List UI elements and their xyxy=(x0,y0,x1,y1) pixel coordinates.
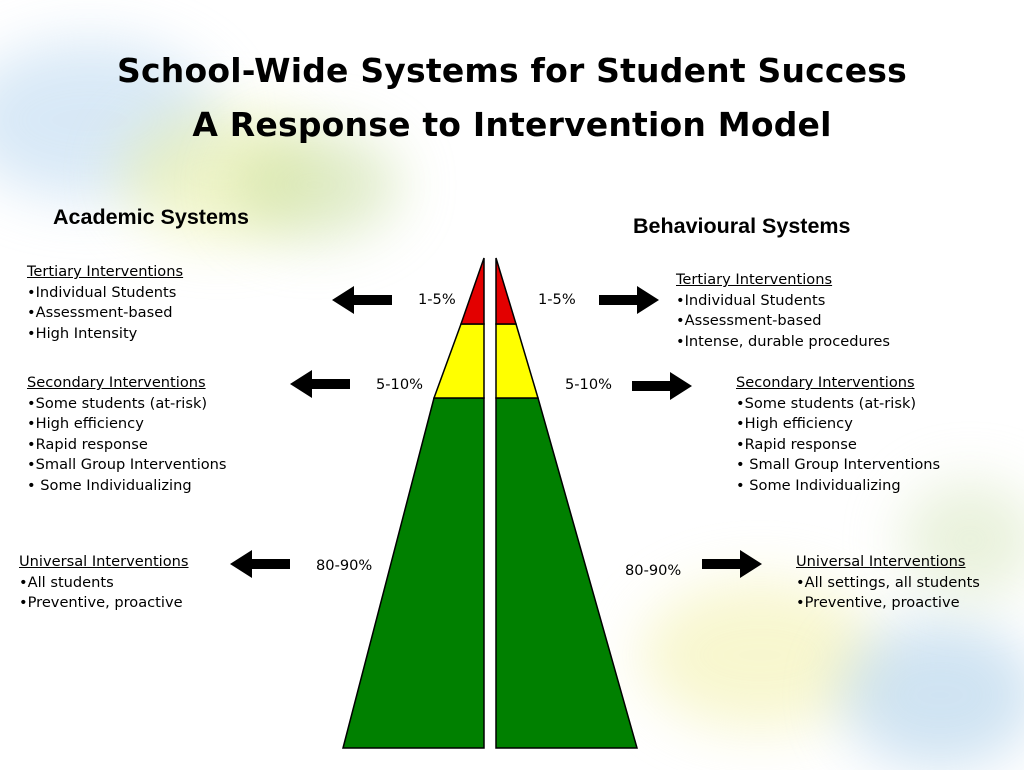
academic-universal-block: Universal Interventions All students Pre… xyxy=(19,552,189,614)
behavioural-systems-heading: Behavioural Systems xyxy=(633,214,851,238)
list-item: High efficiency xyxy=(27,414,227,435)
arrow-left-icon xyxy=(290,370,350,398)
arrow-left-icon xyxy=(230,550,290,578)
academic-tertiary-percent: 1-5% xyxy=(418,291,456,308)
list-item: Rapid response xyxy=(27,435,227,456)
list-item: Individual Students xyxy=(676,291,890,312)
academic-universal-percent: 80-90% xyxy=(316,557,373,574)
list-item: Small Group Interventions xyxy=(736,455,940,476)
list-item: Preventive, proactive xyxy=(796,593,980,614)
arrow-right-icon xyxy=(702,550,762,578)
behavioural-secondary-block: Secondary Interventions Some students (a… xyxy=(736,373,940,497)
title-line-1: School-Wide Systems for Student Success xyxy=(117,51,907,90)
list-item: Assessment-based xyxy=(676,311,890,332)
list-item: Preventive, proactive xyxy=(19,593,189,614)
list-item: Intense, durable procedures xyxy=(676,332,890,353)
behavioural-secondary-tier xyxy=(495,323,540,399)
behavioural-tertiary-heading: Tertiary Interventions xyxy=(676,271,833,288)
behavioural-universal-block: Universal Interventions All settings, al… xyxy=(796,552,980,614)
academic-secondary-block: Secondary Interventions Some students (a… xyxy=(27,373,227,497)
list-item: Rapid response xyxy=(736,435,940,456)
behavioural-secondary-percent: 5-10% xyxy=(565,376,612,393)
behavioural-universal-percent: 80-90% xyxy=(625,562,682,579)
list-item: All settings, all students xyxy=(796,573,980,594)
list-item: Some Individualizing xyxy=(736,476,940,497)
academic-systems-heading: Academic Systems xyxy=(53,205,249,229)
arrow-right-icon xyxy=(599,286,659,314)
list-item: Assessment-based xyxy=(27,303,183,324)
list-item: Some students (at-risk) xyxy=(27,394,227,415)
list-item: Small Group Interventions xyxy=(27,455,227,476)
page-title: School-Wide Systems for Student Success … xyxy=(0,44,1024,152)
list-item: High Intensity xyxy=(27,324,183,345)
list-item: Some Individualizing xyxy=(27,476,227,497)
academic-tertiary-block: Tertiary Interventions Individual Studen… xyxy=(27,262,183,344)
academic-tertiary-tier xyxy=(459,257,485,325)
behavioural-tertiary-percent: 1-5% xyxy=(538,291,576,308)
behavioural-secondary-heading: Secondary Interventions xyxy=(736,374,915,391)
academic-universal-heading: Universal Interventions xyxy=(19,553,189,570)
list-item: Individual Students xyxy=(27,283,183,304)
title-line-2: A Response to Intervention Model xyxy=(192,105,832,144)
list-item: All students xyxy=(19,573,189,594)
academic-secondary-percent: 5-10% xyxy=(376,376,423,393)
academic-tertiary-heading: Tertiary Interventions xyxy=(27,263,184,280)
arrow-left-icon xyxy=(332,286,392,314)
behavioural-universal-tier xyxy=(495,397,638,749)
behavioural-tertiary-block: Tertiary Interventions Individual Studen… xyxy=(676,270,890,352)
academic-secondary-heading: Secondary Interventions xyxy=(27,374,206,391)
behavioural-tertiary-tier xyxy=(495,257,518,325)
behavioural-universal-heading: Universal Interventions xyxy=(796,553,966,570)
list-item: Some students (at-risk) xyxy=(736,394,940,415)
list-item: High efficiency xyxy=(736,414,940,435)
arrow-right-icon xyxy=(632,372,692,400)
academic-secondary-tier xyxy=(432,323,485,399)
